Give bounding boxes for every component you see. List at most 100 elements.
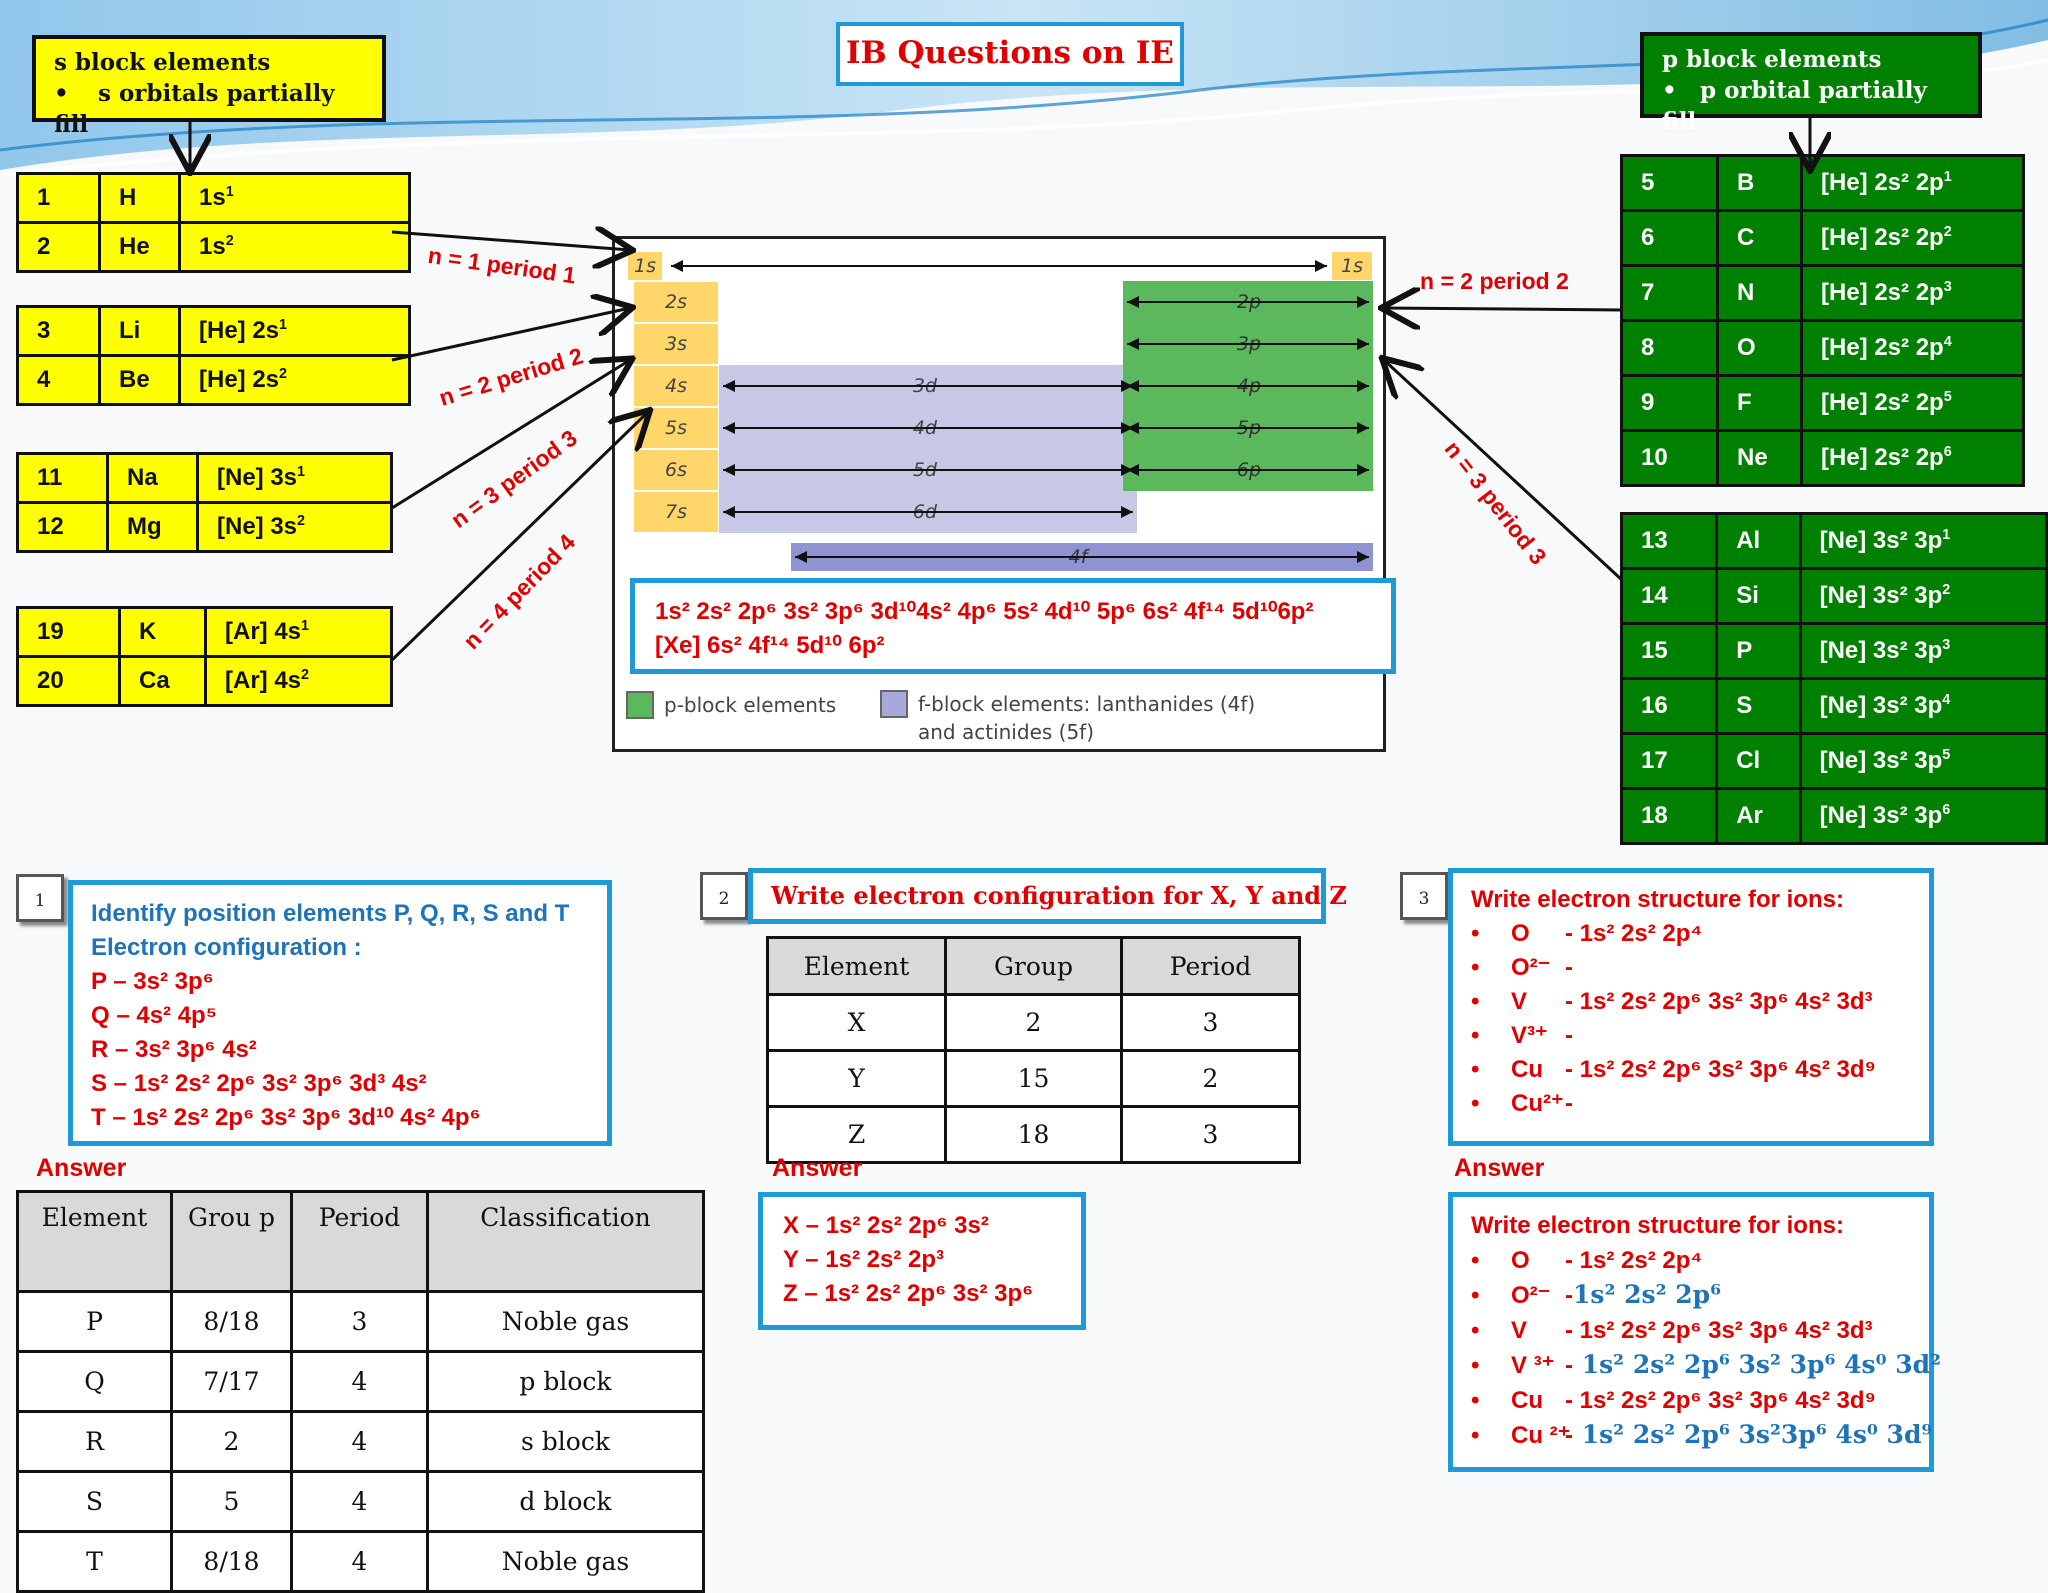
- q3-answer-box: Write electron structure for ions: •O- 1…: [1448, 1192, 1941, 1472]
- config-prefix: [Ne] 3s² 3p: [1819, 527, 1943, 554]
- ion-config: - 1s² 2s² 2p⁶ 3s² 3p⁶ 4s² 3d⁹: [1565, 1056, 1876, 1083]
- p-block-bullet: p orbital partially fill: [1662, 77, 1927, 135]
- bullet-dot: •: [1471, 954, 1480, 981]
- table-cell: 15: [944, 1049, 1123, 1108]
- config-superscript: 5: [1943, 389, 1952, 405]
- electron-config: [Ne] 3s² 3p5: [1798, 732, 2048, 790]
- electron-config: [Ne] 3s² 3p3: [1798, 622, 2048, 680]
- question-2-number: 2: [700, 872, 748, 920]
- ion-symbol: V: [1511, 988, 1528, 1015]
- bullet-dot: •: [1471, 1022, 1480, 1049]
- bullet-dot: •: [1471, 988, 1480, 1015]
- bullet-dot: •: [1471, 1387, 1480, 1414]
- ion-answer: 1s² 2s² 2p⁶ 3s²3p⁶ 4s⁰ 3d⁹: [1573, 1420, 1933, 1449]
- he-1s-cell: 1s: [1331, 251, 1373, 281]
- element-symbol: Mg: [106, 501, 199, 553]
- legend-f-text1: f-block elements: lanthanides (4f): [918, 692, 1256, 716]
- table-cell: 8/18: [170, 1290, 293, 1353]
- config-text: [Ne] 3s: [217, 464, 298, 491]
- electron-config: [He] 2s² 2p5: [1800, 374, 2025, 432]
- legend-f-block: f-block elements: lanthanides (4f) and a…: [880, 690, 1255, 746]
- config-overlay-box: 1s² 2s² 2p⁶ 3s² 3p⁶ 3d¹⁰4s² 4p⁶ 5s² 4d¹⁰…: [630, 578, 1396, 674]
- column-header: Element: [766, 936, 947, 996]
- question-1-box: Identify position elements P, Q, R, S an…: [68, 880, 612, 1146]
- electron-config: 1s2: [178, 221, 411, 273]
- column-header: Element: [16, 1190, 173, 1293]
- q1-answer-label: Answer: [36, 1154, 127, 1182]
- arrow-head: [1357, 296, 1369, 308]
- electron-config: [Ne] 3s² 3p6: [1798, 787, 2048, 845]
- table-cell: 8/18: [170, 1530, 293, 1593]
- s-block-bullet: s orbitals partially fill: [54, 80, 335, 138]
- ion-config: -: [1565, 1282, 1573, 1309]
- element-symbol: S: [1715, 677, 1802, 735]
- config-superscript: 4: [1943, 334, 1952, 350]
- element-symbol: B: [1716, 154, 1803, 212]
- config-superscript: 1: [1943, 169, 1952, 185]
- electron-config: [Ne] 3s1: [196, 452, 393, 504]
- table-cell: 18: [944, 1105, 1123, 1164]
- atomic-number: 14: [1619, 567, 1719, 625]
- table-cell: 4: [290, 1410, 429, 1473]
- electron-config: [Ar] 4s2: [204, 655, 393, 707]
- q1-heading1: Identify position elements P, Q, R, S an…: [91, 900, 570, 927]
- column-header: Classification: [426, 1190, 705, 1293]
- connector-arrows: [0, 118, 2048, 662]
- table-cell: 7/17: [170, 1350, 293, 1413]
- config-superscript: 2: [297, 513, 306, 529]
- config-superscript: 2: [301, 667, 310, 683]
- arrow-head: [1315, 260, 1327, 272]
- table-cell: p block: [426, 1350, 705, 1413]
- q2-answer-label: Answer: [772, 1154, 863, 1182]
- arrow-head: [1127, 464, 1139, 476]
- config-prefix: [Ne] 3s² 3p: [1819, 802, 1943, 829]
- q3-answer-label: Answer: [1454, 1154, 1545, 1182]
- bullet-dot: •: [1471, 1352, 1480, 1379]
- table-cell: Noble gas: [426, 1530, 705, 1593]
- config-prefix: [He] 2s² 2p: [1821, 224, 1944, 251]
- ion-config: - 1s² 2s² 2p⁶ 3s² 3p⁶ 4s² 3d⁹: [1565, 1387, 1876, 1414]
- ion-symbol: Cu: [1511, 1387, 1543, 1414]
- p-block-heading: p block elements: [1662, 46, 1882, 73]
- config-superscript: 4: [1942, 692, 1951, 708]
- electron-config: [He] 2s² 2p1: [1800, 154, 2025, 212]
- ion-symbol: O: [1511, 920, 1530, 947]
- element-symbol: Na: [106, 452, 199, 504]
- table-cell: 2: [170, 1410, 293, 1473]
- table-cell: 2: [944, 993, 1123, 1052]
- ion-config: - 1s² 2s² 2p⁶ 3s² 3p⁶ 4s² 3d³: [1565, 1317, 1873, 1344]
- q3-answer-item: •O²⁻-1s² 2s² 2p⁶: [1471, 1278, 1911, 1313]
- config-text: [He] 2s: [199, 317, 280, 344]
- atomic-number: 8: [1620, 319, 1719, 377]
- s-block-cell: 7s: [633, 491, 719, 533]
- arrow-head: [723, 464, 735, 476]
- config-superscript: 1: [225, 184, 234, 200]
- config-superscript: 3: [1942, 637, 1951, 653]
- element-symbol: P: [1715, 622, 1802, 680]
- electron-config: 1s1: [178, 172, 411, 224]
- q2-answer-line: Z – 1s² 2s² 2p⁶ 3s² 3p⁶: [783, 1280, 1034, 1307]
- config-prefix: [Ne] 3s² 3p: [1819, 582, 1943, 609]
- atomic-number: 16: [1619, 677, 1719, 735]
- ion-answer: 1s² 2s² 2p⁶ 3s² 3p⁶ 4s⁰ 3d²: [1573, 1350, 1942, 1379]
- s-block-cell: 6s: [633, 449, 719, 491]
- atomic-number: 5: [1620, 154, 1719, 212]
- config-superscript: 5: [1942, 747, 1951, 763]
- ion-config: -: [1565, 1090, 1573, 1117]
- atomic-number: 19: [16, 606, 121, 658]
- q2-heading: Write electron configuration for X, Y an…: [771, 881, 1347, 910]
- s-block-heading: s block elements: [54, 49, 271, 76]
- q1-config-line: Q – 4s² 4p⁵: [91, 1002, 217, 1029]
- table-cell: d block: [426, 1470, 705, 1533]
- q3-answer-heading: Write electron structure for ions:: [1471, 1212, 1844, 1239]
